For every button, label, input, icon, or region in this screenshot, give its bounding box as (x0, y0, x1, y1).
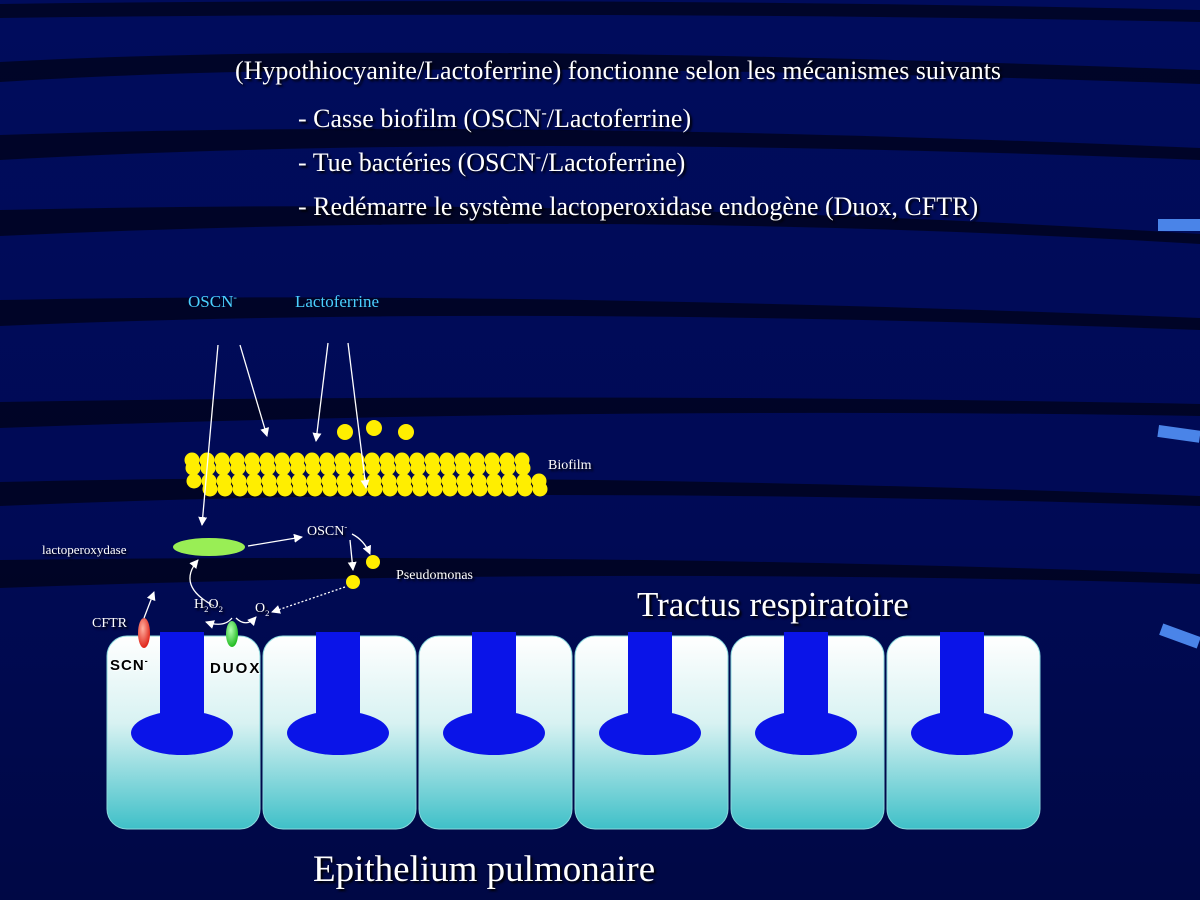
arrow-enzyme-to-oscn (247, 533, 303, 547)
label-epithelium-pulmonaire: Epithelium pulmonaire (313, 849, 656, 890)
label-lactoperoxydase: lactoperoxydase (42, 542, 127, 557)
bacterium (398, 424, 414, 440)
free-bacteria (337, 420, 414, 589)
biofilm-bacterium (367, 481, 383, 497)
arrow-oscn-to-pseudomonas-2 (351, 533, 371, 555)
arrow-duox-o2 (235, 616, 257, 626)
biofilm-cluster (184, 452, 548, 497)
biofilm-bacterium (247, 481, 263, 497)
biofilm-bacterium (277, 481, 293, 497)
pseudomonas-bacterium (366, 555, 380, 569)
edge-tabs (1157, 219, 1200, 649)
biofilm-bacterium (245, 460, 261, 476)
cell-nucleus (911, 711, 1013, 755)
biofilm-bacterium (500, 460, 516, 476)
label-lactoferrine-top: Lactoferrine (295, 292, 379, 311)
label-pseudomonas: Pseudomonas (396, 568, 473, 583)
biofilm-bacterium (185, 460, 201, 476)
biofilm-bacterium (290, 460, 306, 476)
biofilm-bacterium (322, 481, 338, 497)
bacterium (366, 420, 382, 436)
biofilm-bacterium (457, 481, 473, 497)
label-oscn-mid: OSCN- (307, 521, 348, 539)
biofilm-bacterium (442, 481, 458, 497)
biofilm-bacterium (487, 481, 503, 497)
biofilm-bacterium (230, 460, 246, 476)
biofilm-bacterium (337, 481, 353, 497)
biofilm-bacterium (440, 460, 456, 476)
label-scn: SCN- (110, 656, 149, 674)
bullet-lactoperoxidase: - Redémarre le système lactoperoxidase e… (298, 192, 979, 221)
biofilm-bacterium (186, 473, 202, 489)
cell-nucleus (443, 711, 545, 755)
biofilm-bacterium (425, 460, 441, 476)
biofilm-bacterium (292, 481, 308, 497)
pseudomonas-bacterium (346, 575, 360, 589)
biofilm-bacterium (320, 460, 336, 476)
biofilm-bacterium (410, 460, 426, 476)
arrow-oscn-to-biofilm (239, 344, 270, 437)
biofilm-bacterium (202, 481, 218, 497)
label-h2o2: H2O2 (194, 597, 223, 614)
arrow-lactoferrine-to-biofilm (312, 342, 329, 442)
arrow-pseudomonas-o2 (271, 586, 346, 614)
nuclei (131, 632, 1013, 755)
arrow-oscn-to-lactoperoxidase (198, 344, 219, 526)
duox-channel (226, 621, 238, 647)
arrow-cftr-scn-out (143, 591, 156, 619)
biofilm-bacterium (502, 481, 518, 497)
cell-nucleus (755, 711, 857, 755)
biofilm-bacterium (335, 460, 351, 476)
cell-nucleus (287, 711, 389, 755)
biofilm-bacterium (262, 481, 278, 497)
biofilm-bacterium (470, 460, 486, 476)
biofilm-bacterium (515, 460, 531, 476)
label-biofilm: Biofilm (548, 458, 592, 473)
arrows (143, 342, 371, 629)
biofilm-bacterium (517, 481, 533, 497)
biofilm-bacterium (215, 460, 231, 476)
label-cftr: CFTR (92, 616, 128, 631)
biofilm-bacterium (217, 481, 233, 497)
biofilm-bacterium (350, 460, 366, 476)
bacterium (337, 424, 353, 440)
biofilm-bacterium (427, 481, 443, 497)
biofilm-bacterium (275, 460, 291, 476)
label-tractus-respiratoire: Tractus respiratoire (637, 585, 909, 624)
biofilm-bacterium (472, 481, 488, 497)
cftr-channel (138, 618, 150, 648)
biofilm-bacterium (485, 460, 501, 476)
cell-nucleus (131, 711, 233, 755)
biofilm-bacterium (397, 481, 413, 497)
biofilm-bacterium (380, 460, 396, 476)
cell-nucleus (599, 711, 701, 755)
biofilm-bacterium (200, 460, 216, 476)
biofilm-bacterium (412, 481, 428, 497)
arrow-duox-h2o2 (205, 617, 233, 629)
label-o2: O2 (255, 601, 270, 618)
label-oscn-top: OSCN- (188, 292, 237, 311)
arrow-h2o2-to-enzyme (189, 559, 215, 607)
bullet-biofilm: - Casse biofilm (OSCN-/Lactoferrine) (298, 104, 692, 133)
label-duox: DUOX (210, 660, 262, 677)
slide-title: (Hypothiocyanite/Lactoferrine) fonctionn… (235, 56, 1002, 85)
biofilm-bacterium (305, 460, 321, 476)
arrow-oscn-to-pseudomonas-1 (347, 539, 357, 571)
biofilm-bacterium (365, 460, 381, 476)
biofilm-bacterium (232, 481, 248, 497)
bullet-bacteria: - Tue bactéries (OSCN-/Lactoferrine) (298, 148, 686, 177)
biofilm-bacterium (395, 460, 411, 476)
biofilm-bacterium (260, 460, 276, 476)
biofilm-bacterium (532, 481, 548, 497)
biofilm-bacterium (455, 460, 471, 476)
lactoperoxidase-enzyme (173, 538, 245, 556)
biofilm-bacterium (307, 481, 323, 497)
biofilm-bacterium (382, 481, 398, 497)
arrow-lactoferrine-to-biofilm-2 (347, 342, 370, 489)
